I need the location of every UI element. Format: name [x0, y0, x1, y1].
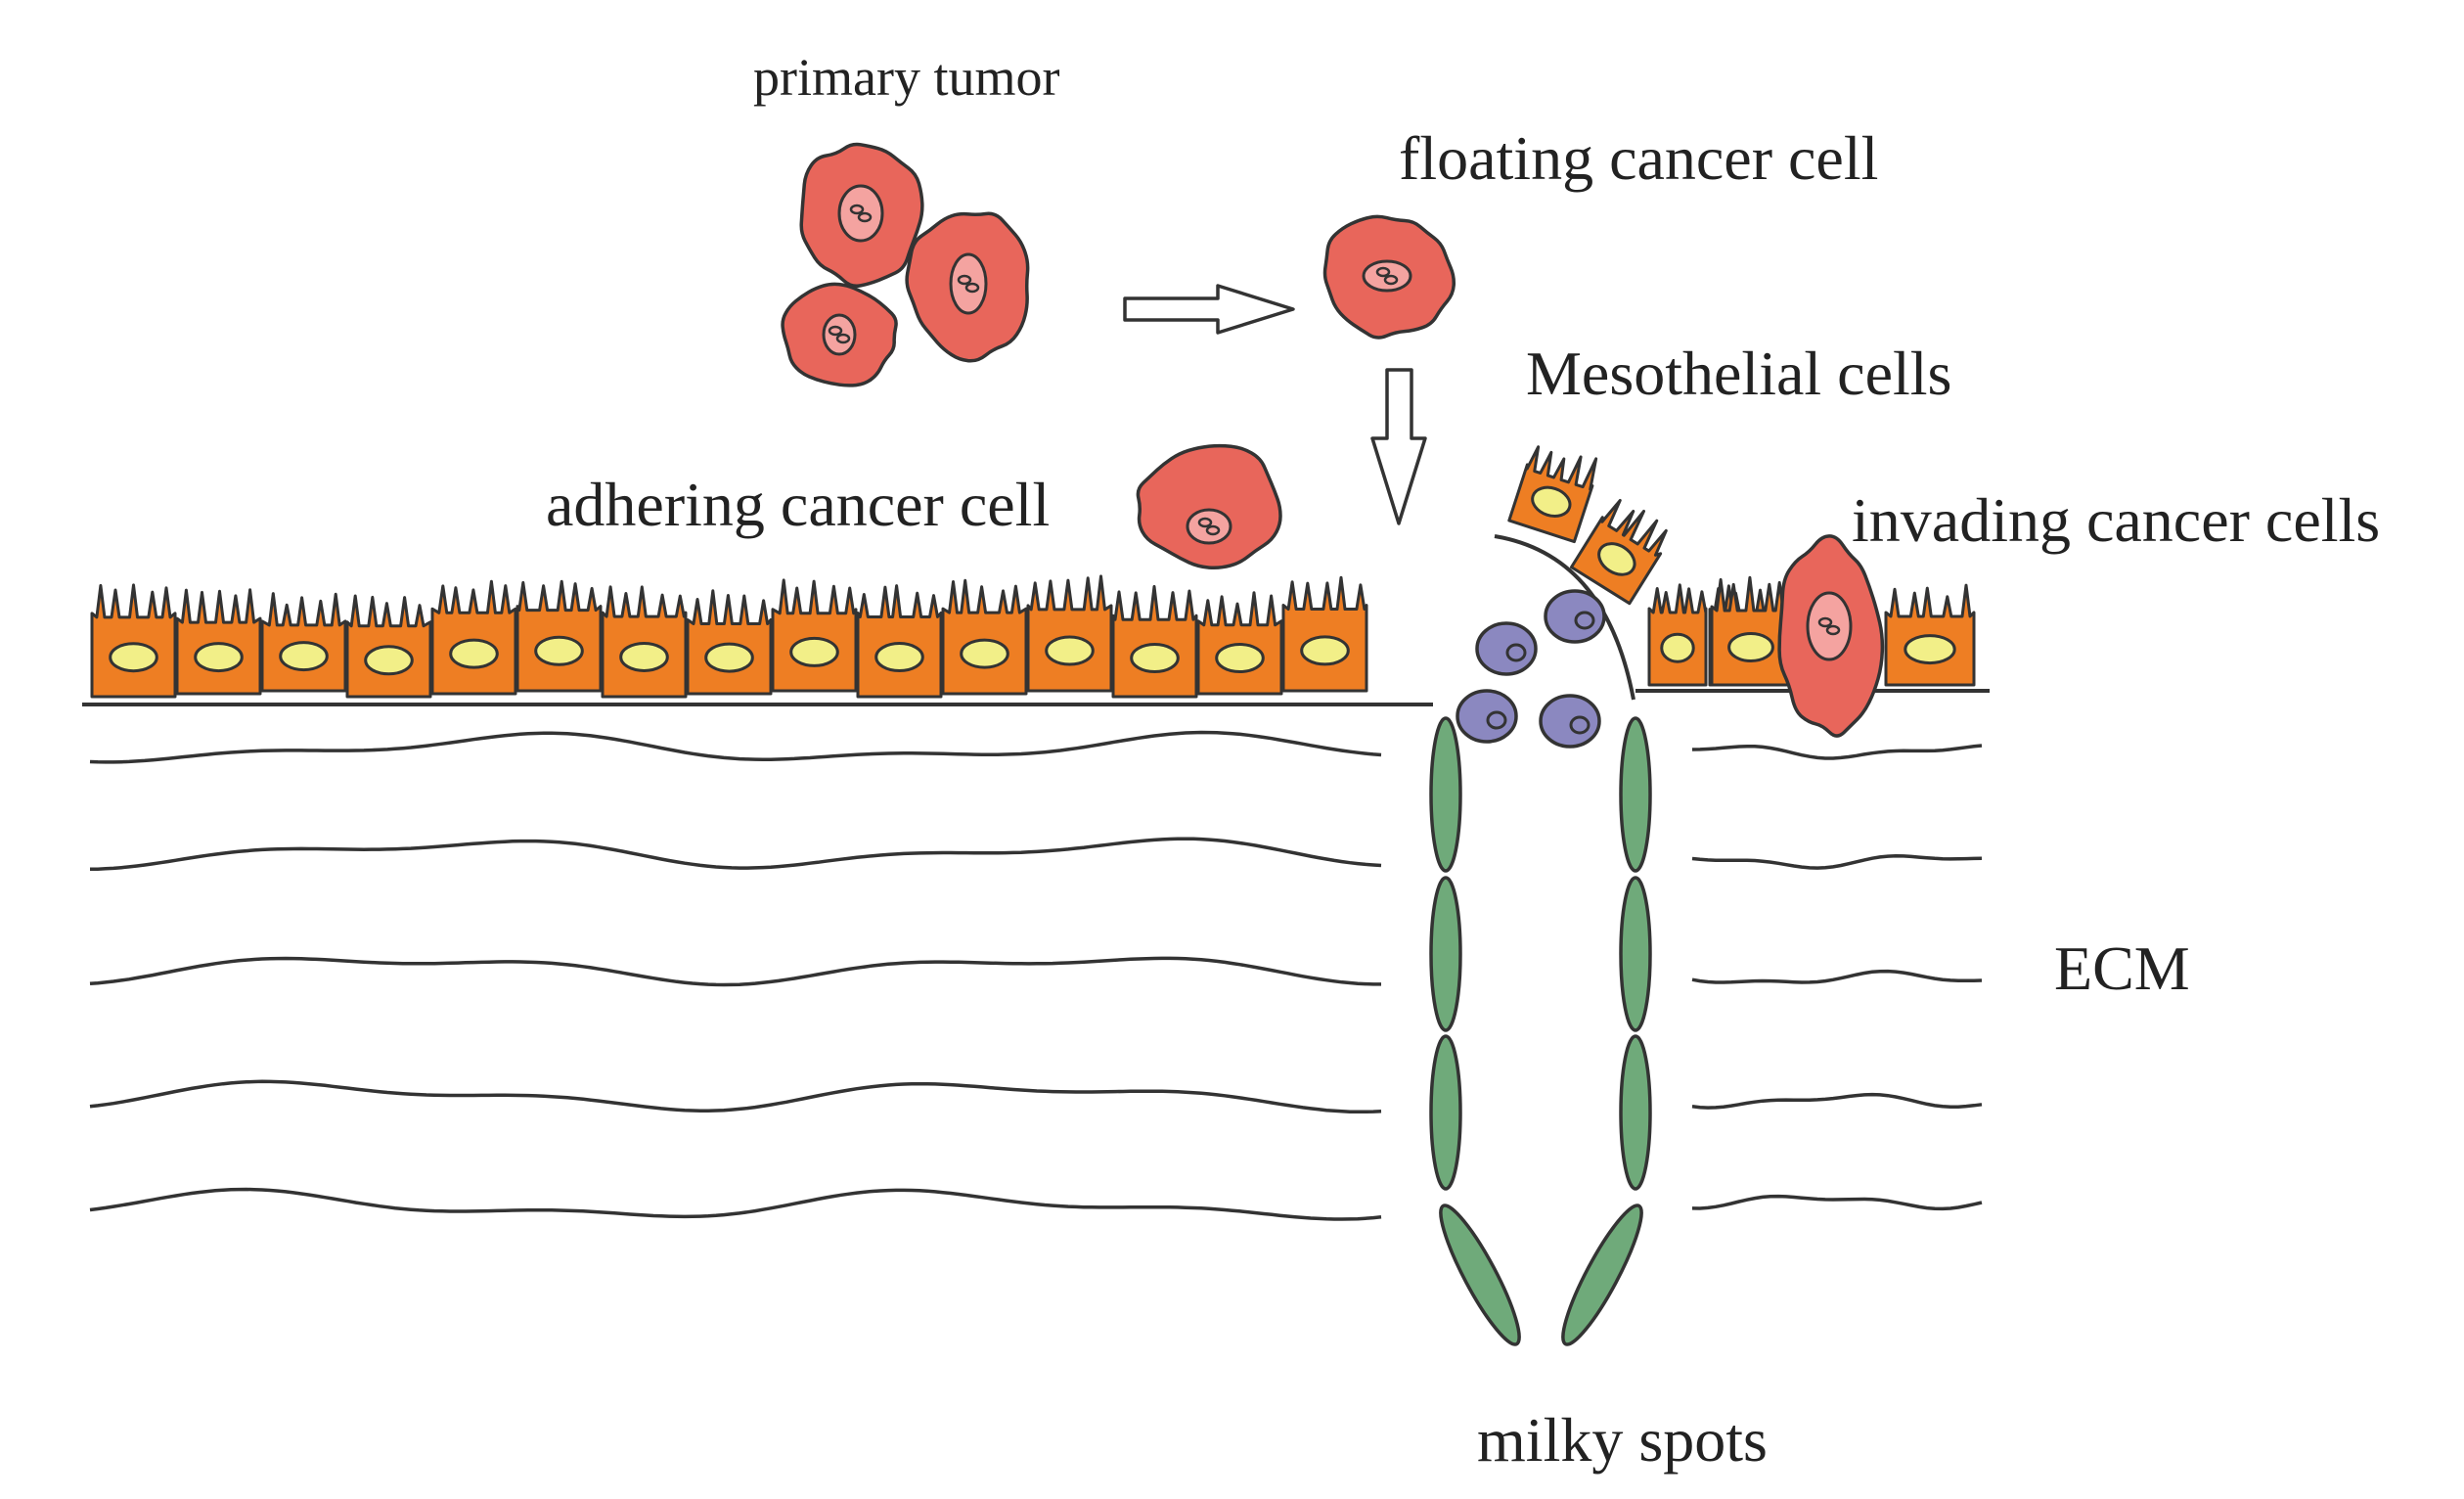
mesothelial-cells-label: Mesothelial cells: [1526, 339, 1952, 408]
mesothelial-nucleus: [789, 636, 839, 667]
milky-spot-cell: [1429, 716, 1462, 873]
milky-spot: [1429, 716, 1652, 1346]
ecm-fiber: [89, 837, 1382, 872]
mesothelial-cell: [430, 579, 517, 696]
mesothelial-layer: [90, 445, 1976, 701]
mesothelial-cell: [1281, 575, 1368, 693]
mesothelial-cell: [1884, 583, 1976, 687]
mesothelial-nucleus: [1531, 485, 1572, 518]
mesothelial-cell: [175, 588, 262, 696]
milky-spot-cell: [1619, 876, 1652, 1032]
arrow-down: [1370, 368, 1427, 525]
immune-cell: [1456, 689, 1518, 744]
mesothelial-cell: [1196, 591, 1283, 696]
immune-cell: [1475, 621, 1538, 676]
mesothelial-nucleus: [194, 642, 244, 673]
primary-tumor-label: primary tumor: [753, 48, 1060, 107]
mesothelial-nucleus: [704, 642, 754, 673]
mesothelial-nucleus: [534, 635, 584, 666]
milky-spot-cell: [1561, 1204, 1643, 1346]
floating-cancer-cell-label: floating cancer cell: [1399, 123, 1879, 193]
mesothelial-nucleus: [1597, 542, 1636, 576]
milky-spot-cell: [1619, 716, 1652, 873]
mesothelial-cell: [1647, 583, 1708, 687]
mesothelial-cell: [1026, 574, 1113, 693]
mesothelial-nucleus: [874, 642, 924, 673]
milky-spot-cell: [1429, 1034, 1462, 1191]
cancer-cells: [781, 142, 1885, 738]
mesothelial-nucleus: [1300, 635, 1350, 666]
mesothelial-cell: [941, 578, 1028, 696]
mesothelial-cell: [771, 578, 858, 693]
ecm-fiber: [89, 956, 1381, 987]
invading-cancer-cell: [1777, 534, 1885, 738]
mesothelial-cell: [260, 592, 347, 693]
immune-cell: [1539, 694, 1601, 749]
milky-spot-cell: [1439, 1204, 1521, 1346]
mesothelial-nucleus: [1130, 643, 1180, 674]
ecm-fiber: [1691, 854, 1983, 870]
primary-tumor-cell: [905, 211, 1030, 363]
mesothelial-cell: [1569, 498, 1668, 606]
mesothelial-nucleus: [1215, 643, 1265, 674]
milky-spot-cell: [1619, 1034, 1652, 1191]
mesothelial-nucleus: [449, 638, 499, 669]
mesothelial-nucleus: [109, 642, 158, 673]
ecm-fiber: [1691, 1194, 1983, 1211]
mesothelial-nucleus: [279, 641, 329, 672]
invading-cancer-cells-label: invading cancer cells: [1852, 485, 2381, 555]
mesothelial-nucleus: [960, 638, 1009, 669]
ecm-fibers: [89, 730, 1983, 1221]
mesothelial-cell: [1111, 584, 1198, 699]
mesothelial-cell: [90, 583, 177, 699]
mesothelial-nucleus: [1660, 632, 1695, 663]
mesothelial-nucleus: [1904, 634, 1956, 665]
ecm-fiber: [89, 730, 1382, 764]
process-arrows: [1123, 284, 1427, 525]
arrow-right: [1123, 284, 1295, 335]
milky-spot-cell: [1429, 876, 1462, 1032]
milky-spots-label: milky spots: [1477, 1405, 1768, 1475]
ecm-fiber: [1691, 744, 1983, 760]
mesothelial-cell: [345, 594, 432, 699]
primary-tumor-cell: [799, 142, 924, 289]
mesothelial-cell: [601, 585, 688, 699]
ecm-fiber: [1691, 969, 1983, 984]
ecm-fiber: [1691, 1092, 1983, 1110]
floating-cancer-cell: [1322, 214, 1456, 340]
immune-cell: [1544, 589, 1606, 644]
ecm-fiber: [89, 1079, 1382, 1114]
ecm-fiber: [89, 1187, 1382, 1221]
mesothelial-nucleus: [619, 641, 669, 672]
mesothelial-nucleus: [364, 645, 414, 676]
mesothelial-cell: [1507, 445, 1598, 544]
mesothelial-nucleus: [1045, 635, 1095, 666]
mesothelial-cell: [856, 584, 943, 699]
mesothelial-cell: [686, 589, 773, 696]
primary-tumor-cell: [781, 282, 898, 387]
retracted-membrane-edge: [1494, 534, 1635, 701]
mesothelial-cell: [515, 579, 603, 693]
adhering-cancer-cell-label: adhering cancer cell: [546, 470, 1051, 539]
mesothelial-nucleus: [1727, 632, 1774, 662]
immune-cells: [1456, 589, 1606, 749]
adhering-cancer-cell: [1136, 443, 1282, 570]
ecm-label: ECM: [2054, 933, 2190, 1003]
